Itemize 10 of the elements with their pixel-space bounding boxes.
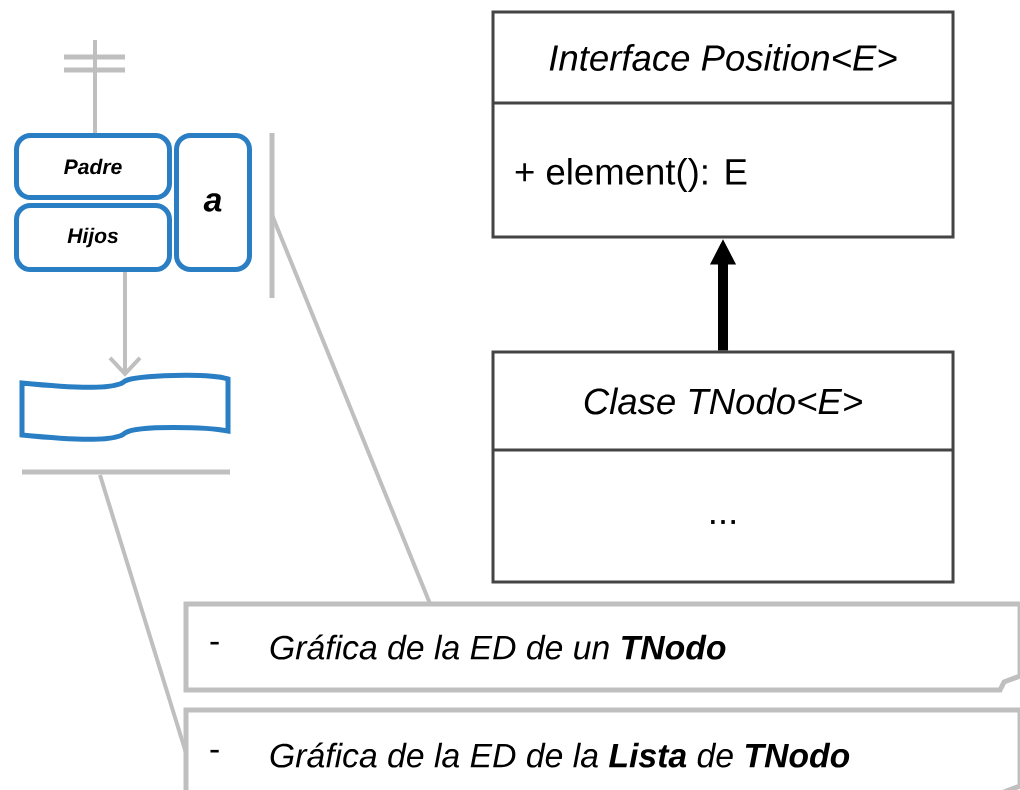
note-box: - Gráfica de la ED de un TNodo: [183, 601, 1020, 693]
list-shape: [19, 372, 231, 442]
field-box: a: [174, 133, 252, 272]
leader-line: [93, 40, 97, 133]
class-box: Clase TNodo<E> ...: [491, 350, 955, 584]
arrow: [108, 272, 142, 377]
field-box: Hijos: [14, 203, 172, 272]
field-box: Padre: [14, 133, 172, 200]
class-box: Interface Position<E> + element(): E: [491, 10, 955, 239]
note-box: - Gráfica de la ED de la Lista de TNodo: [183, 707, 1020, 790]
